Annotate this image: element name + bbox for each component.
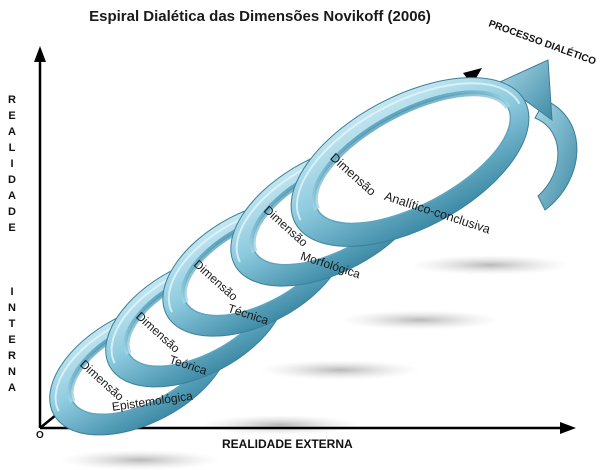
y-axis-letter: N xyxy=(8,302,16,314)
y-axis-letter: A xyxy=(8,190,16,202)
x-axis-label: REALIDADE EXTERNA xyxy=(222,437,353,451)
origin-label: O xyxy=(36,430,44,441)
y-axis-letter: T xyxy=(8,318,16,330)
process-arrow xyxy=(499,59,578,211)
process-arrow-body xyxy=(534,99,578,211)
ring-highlight xyxy=(295,82,521,221)
y-axis-letter: R xyxy=(8,94,16,106)
y-axis-letter: A xyxy=(8,126,16,138)
y-axis-letter: N xyxy=(8,366,16,378)
y-axis-letter: D xyxy=(8,206,16,218)
y-axis-letter: I xyxy=(10,286,14,298)
ring-inner-wall xyxy=(311,90,511,211)
y-axis-letter: E xyxy=(8,110,16,122)
ring-shadow xyxy=(200,415,360,435)
y-axis-letter: E xyxy=(8,222,16,234)
x-axis-arrowhead xyxy=(560,422,576,434)
ring-shadow xyxy=(410,255,570,275)
y-axis-letter: I xyxy=(10,158,14,170)
process-arrow-head xyxy=(499,59,553,122)
ring-shadow xyxy=(60,450,220,470)
diagonal-axis-arrowhead xyxy=(463,68,482,85)
process-label: PROCESSO DIALÉTICO xyxy=(487,17,598,68)
rings: DimensãoEpistemológicaDimensãoTeóricaDim… xyxy=(49,77,530,436)
y-axis-arrowhead xyxy=(34,46,46,62)
ring-shadow xyxy=(340,310,500,330)
y-axis-letter: E xyxy=(8,334,16,346)
ring-shadows xyxy=(60,255,570,470)
y-axis-letter: L xyxy=(8,142,16,154)
ring xyxy=(290,77,530,247)
y-axis-letter: A xyxy=(8,382,16,394)
ring-shadow xyxy=(260,360,420,380)
diagram-title: Espiral Dialética das Dimensões Novikoff… xyxy=(89,8,431,25)
y-axis-letter: R xyxy=(8,350,16,362)
y-axis-letter: D xyxy=(8,174,16,186)
